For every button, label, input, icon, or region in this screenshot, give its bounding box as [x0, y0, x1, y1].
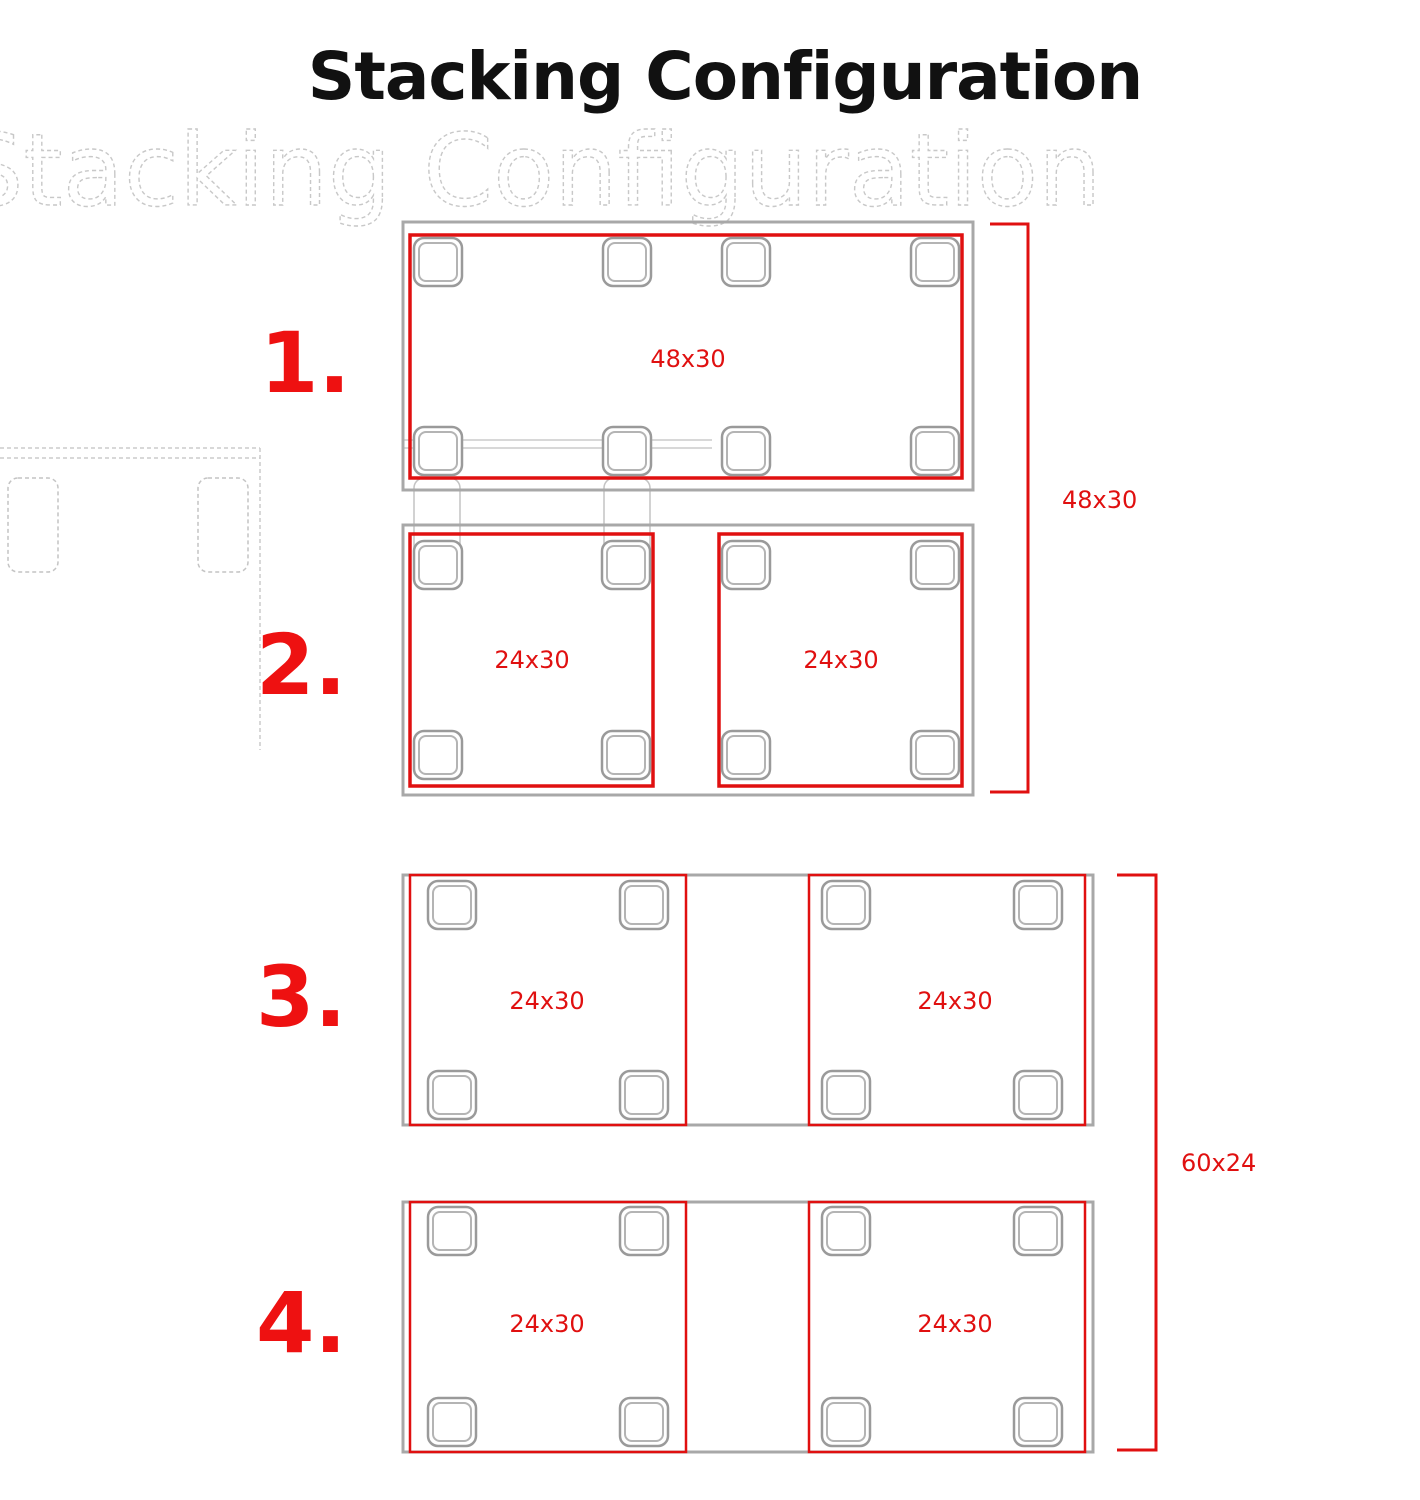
cup [618, 1069, 670, 1121]
group-bracket-48x30 [990, 222, 1030, 794]
config-3-frame [401, 873, 1095, 1127]
config-4-section-a [408, 1200, 688, 1454]
cup [426, 1069, 478, 1121]
config-number-3: 3. [256, 948, 346, 1046]
config-2-section-b [717, 532, 964, 788]
cup [1012, 1396, 1064, 1448]
config-4-frame [401, 1200, 1095, 1454]
cup [1012, 1069, 1064, 1121]
cup [426, 1396, 478, 1448]
config-3-section-b [807, 873, 1087, 1127]
cup [426, 1205, 478, 1257]
cup [820, 1069, 872, 1121]
cup [426, 879, 478, 931]
config-1-section [408, 233, 964, 480]
config-number-1: 1. [260, 314, 350, 412]
cup [909, 425, 961, 477]
cup [720, 729, 772, 781]
cup [909, 539, 961, 591]
config-1-frame [401, 220, 975, 492]
cup [820, 879, 872, 931]
cup [412, 425, 464, 477]
config-4-section-a-label: 24x30 [509, 1310, 584, 1338]
cup [618, 1205, 670, 1257]
cup [412, 539, 464, 591]
cup [618, 879, 670, 931]
cup [1012, 1205, 1064, 1257]
cup [909, 236, 961, 288]
cup [1012, 879, 1064, 931]
cup [412, 236, 464, 288]
config-1: 48x30 [401, 220, 975, 492]
config-2-frame [401, 523, 975, 797]
ghost-cup-right [197, 477, 249, 573]
page-title: Stacking Configuration [307, 38, 1143, 115]
config-2-section-b-label: 24x30 [803, 646, 878, 674]
cup [600, 729, 652, 781]
cup [600, 539, 652, 591]
ghost-cup-left [7, 477, 59, 573]
group-bracket-60x24 [1117, 873, 1158, 1452]
cup [909, 729, 961, 781]
config-3: 24x30 24x30 [401, 873, 1095, 1127]
group-label-60x24: 60x24 [1181, 1149, 1256, 1177]
cup [720, 539, 772, 591]
config-4-section-b-label: 24x30 [917, 1310, 992, 1338]
ghost-frame-line [0, 447, 261, 750]
cup [601, 236, 653, 288]
config-number-4: 4. [256, 1274, 346, 1372]
cup [820, 1396, 872, 1448]
config-2: 24x30 24x30 [401, 523, 975, 797]
group-label-48x30: 48x30 [1062, 486, 1137, 514]
config-4: 24x30 24x30 [401, 1200, 1095, 1454]
cup [412, 729, 464, 781]
config-number-2: 2. [256, 616, 346, 714]
config-2-section-a [408, 532, 655, 788]
cup [618, 1396, 670, 1448]
config-1-section-label: 48x30 [650, 345, 725, 373]
config-4-section-b [807, 1200, 1087, 1454]
cup [720, 425, 772, 477]
cup [720, 236, 772, 288]
config-2-section-a-label: 24x30 [494, 646, 569, 674]
ghost-title-text: Stacking Configuration [0, 112, 1101, 229]
cup [601, 425, 653, 477]
config-3-section-a-label: 24x30 [509, 987, 584, 1015]
ghost-artifact-layer: Stacking Configuration [0, 111, 1102, 750]
config-3-section-a [408, 873, 688, 1127]
config-3-section-b-label: 24x30 [917, 987, 992, 1015]
cup [820, 1205, 872, 1257]
